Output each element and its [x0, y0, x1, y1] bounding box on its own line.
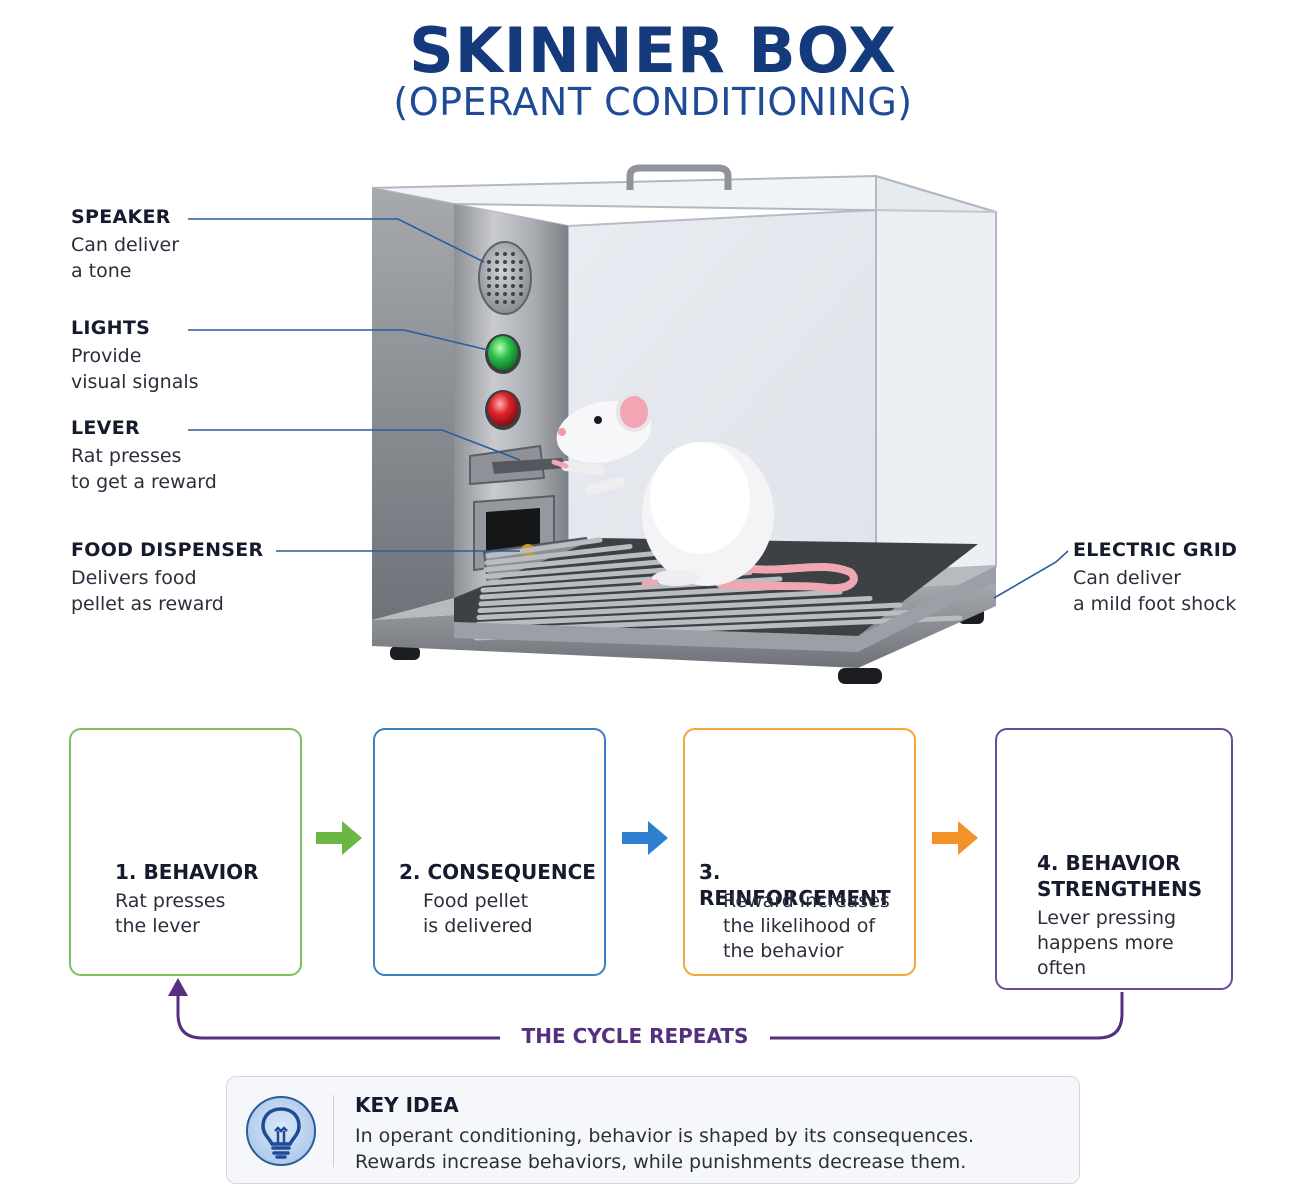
key-idea-title: KEY IDEA — [355, 1093, 459, 1117]
leader-lines — [188, 218, 1069, 599]
flow-arrow-icon — [932, 821, 978, 855]
step-title: 2. CONSEQUENCE — [399, 860, 596, 884]
step-title: 3. REINFORCEMENT — [699, 860, 891, 910]
red-light-icon — [485, 390, 521, 430]
key-idea-box: KEY IDEA In operant conditioning, behavi… — [226, 1076, 1080, 1184]
step-title: 1. BEHAVIOR — [115, 860, 259, 884]
cycle-arrow — [168, 978, 1124, 1040]
divider — [333, 1095, 334, 1167]
page-title: SKINNER BOX — [409, 14, 897, 87]
electric-grid — [454, 537, 996, 652]
cycle-repeats-label: THE CYCLE REPEATS — [500, 1024, 770, 1048]
speaker-icon — [478, 241, 532, 315]
green-light-icon — [485, 334, 521, 374]
lightbulb-icon — [246, 1096, 316, 1166]
flow-arrow-icon — [316, 821, 362, 855]
flow-arrows — [316, 821, 978, 855]
flow-arrow-icon — [622, 821, 668, 855]
key-idea-text: In operant conditioning, behavior is sha… — [355, 1125, 975, 1173]
chamber-glass — [371, 164, 997, 574]
rat-illustration — [551, 392, 858, 593]
page-subtitle: (OPERANT CONDITIONING) — [393, 80, 913, 124]
lever-icon — [469, 444, 566, 486]
